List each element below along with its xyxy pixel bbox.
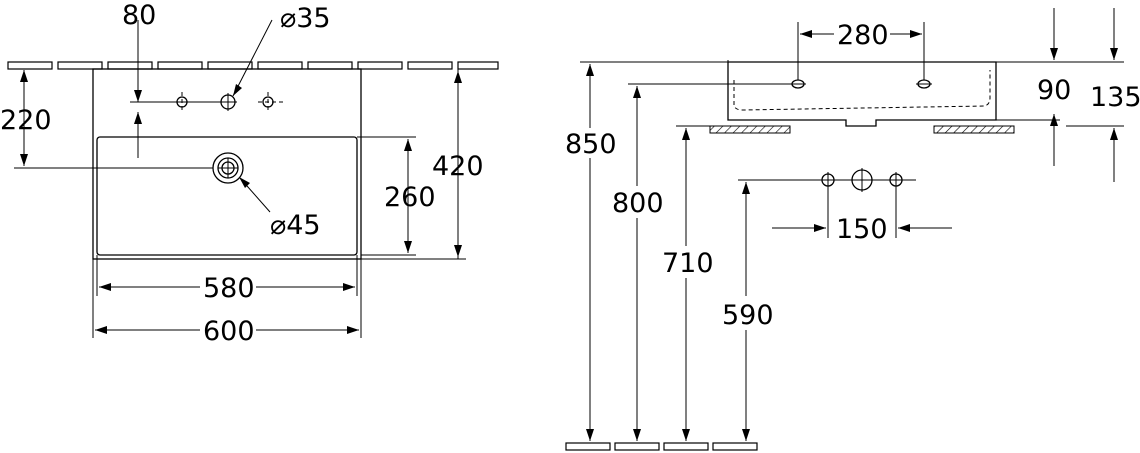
floor — [565, 442, 758, 451]
basin-bowl — [96, 136, 358, 256]
dim-tap-hole: ⌀35 — [280, 3, 331, 34]
dim-tap-height: 220 — [0, 105, 52, 136]
dim-tap-floor-height: 800 — [612, 188, 664, 219]
wall-top-left — [7, 61, 499, 70]
dim-basin-depth: 260 — [384, 182, 436, 213]
dim-rim-floor-height: 850 — [565, 129, 617, 160]
side-tap-hole-left — [790, 79, 806, 89]
top-view: 80 ⌀35 220 ⌀45 260 420 58 — [0, 0, 499, 347]
side-tap-hole-right — [916, 79, 932, 89]
dim-overall-width: 600 — [203, 316, 255, 347]
dim-tap-offset: 80 — [122, 0, 156, 31]
dim-overall-height: 135 — [1090, 82, 1140, 113]
dim-waste-spacing: 150 — [836, 214, 888, 245]
dim-waste-hole: ⌀45 — [270, 210, 321, 241]
basin-profile — [727, 61, 997, 127]
side-view: 280 90 135 850 800 — [565, 8, 1140, 451]
tap-hole-main — [219, 93, 237, 111]
bracket-right — [933, 125, 1015, 134]
tap-hole-right — [258, 92, 286, 112]
dim-overall-depth: 420 — [432, 151, 484, 182]
dim-inner-width: 580 — [203, 273, 255, 304]
bracket-left — [709, 125, 791, 134]
dim-rim-height: 90 — [1037, 75, 1071, 106]
dim-waste-floor-height: 590 — [722, 300, 774, 331]
side-waste-holes — [738, 168, 916, 192]
dim-bottom-floor-height: 710 — [662, 248, 714, 279]
waste-hole — [212, 152, 244, 184]
basin-outline — [92, 68, 362, 260]
dim-hole-spacing: 280 — [837, 20, 889, 51]
